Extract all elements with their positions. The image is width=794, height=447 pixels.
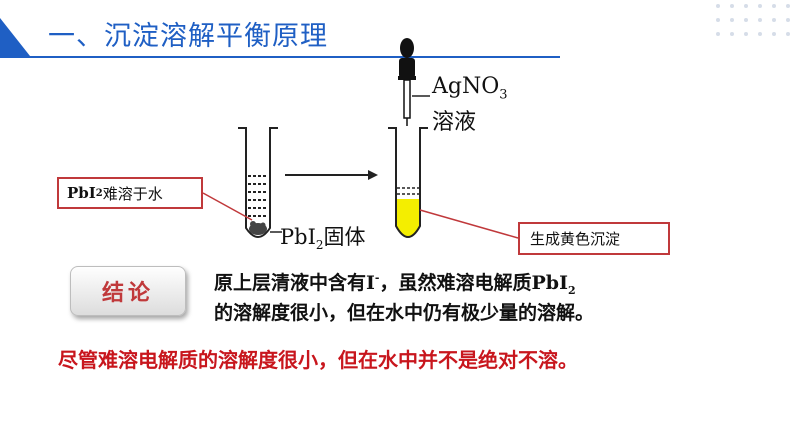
header-triangle-icon [0, 18, 30, 56]
callout-yellow-precipitate: 生成黄色沉淀 [518, 222, 670, 255]
conclusion-badge: 结论 [70, 266, 186, 316]
conclusion-line-2: 的溶解度很小，但在水中仍有极少量的溶解。 [214, 302, 595, 324]
header-bar [0, 18, 560, 58]
reagent-label-solution: 溶液 [432, 110, 477, 135]
decorative-dot-grid [716, 4, 790, 36]
summary-statement: 尽管难溶电解质的溶解度很小，但在水中并不是绝对不溶。 [58, 348, 578, 372]
left-test-tube [238, 127, 278, 238]
conclusion-line-1: 原上层清液中含有I-，虽然难溶电解质PbI2 [214, 271, 576, 297]
right-test-tube [388, 127, 428, 238]
compound-formula: PbI2 [531, 272, 576, 297]
transfer-arrow-icon [285, 170, 378, 180]
iodide-ion: I- [366, 271, 380, 294]
left-callout-connector [202, 192, 253, 221]
solid-sediment [249, 221, 267, 235]
reagent-label: AgNO3 [432, 74, 508, 103]
experiment-diagram [202, 38, 519, 239]
dropper-icon [398, 38, 416, 126]
right-callout-connector [419, 209, 519, 239]
solid-label: PbI2固体 [280, 225, 366, 253]
page-title: 一、沉淀溶解平衡原理 [48, 21, 328, 52]
